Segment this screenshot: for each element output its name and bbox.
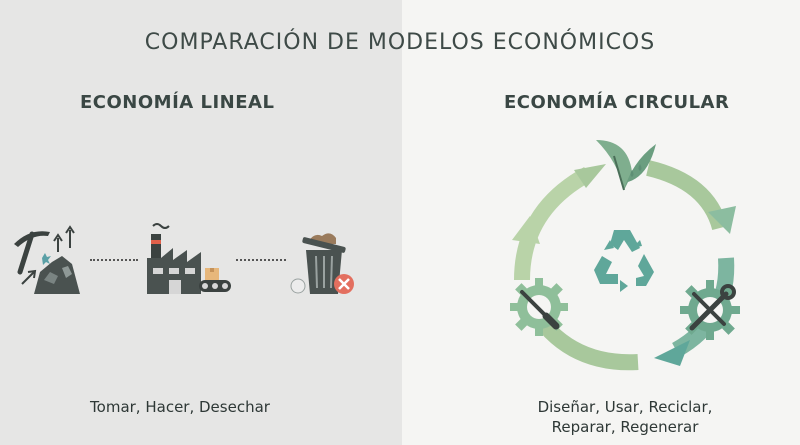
circular-economy-caption: Diseñar, Usar, Reciclar, Reparar, Regene…: [505, 397, 745, 437]
page-title: COMPARACIÓN DE MODELOS ECONÓMICOS: [144, 30, 656, 55]
circular-economy-panel: [402, 0, 800, 445]
circular-economy-heading: ECONOMÍA CIRCULAR: [504, 92, 730, 113]
pickaxe-mining-icon: [14, 225, 80, 294]
recycle-icon: [594, 230, 654, 292]
flow-dots-1: [90, 259, 138, 261]
linear-economy-caption: Tomar, Hacer, Desechar: [90, 398, 270, 416]
gear-screwdriver-icon: [510, 278, 568, 336]
linear-economy-panel: [0, 0, 402, 445]
trash-bin-icon: [290, 233, 354, 294]
circular-caption-line-2: Reparar, Regenerar: [551, 418, 699, 436]
flow-dots-2: [236, 259, 286, 261]
circular-caption-line-1: Diseñar, Usar, Reciclar,: [537, 398, 713, 416]
factory-icon: [147, 223, 231, 294]
linear-economy-heading: ECONOMÍA LINEAL: [80, 92, 275, 113]
leaf-icon: [596, 140, 656, 191]
gear-wrench-icon: [680, 280, 740, 340]
